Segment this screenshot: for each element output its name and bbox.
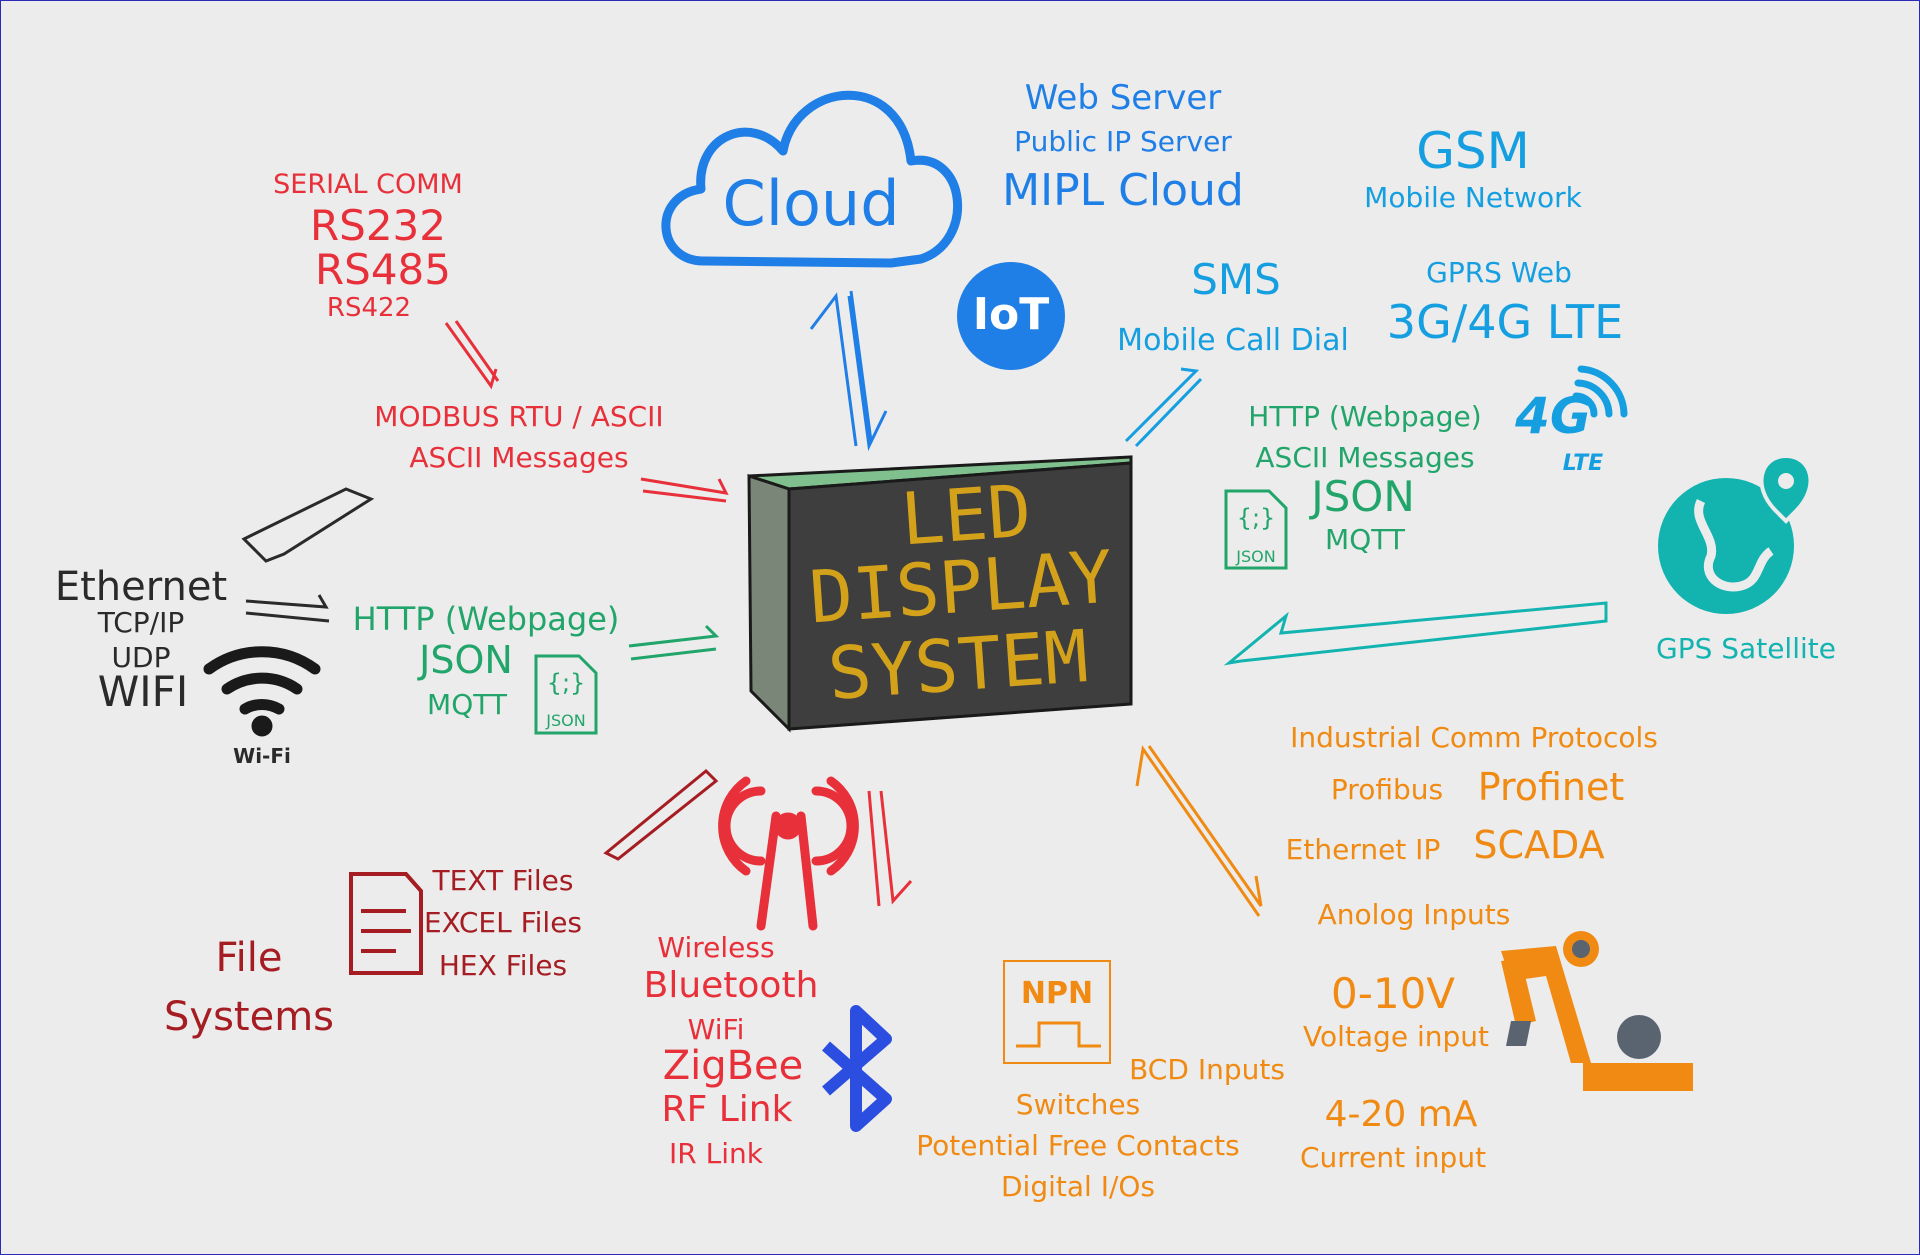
antenna-icon (718, 776, 859, 931)
json-icon-right-braces: {;} (1236, 504, 1276, 532)
npn-label: NPN (1020, 976, 1094, 1011)
json-right-label: JSON (1311, 472, 1415, 521)
iot-label: IoT (972, 289, 1050, 340)
bluetooth-label: Bluetooth (643, 965, 819, 1006)
document-icon (349, 872, 423, 975)
profibus-label: Profibus (1330, 773, 1444, 806)
wifi-icon (203, 646, 321, 737)
json-icon-right-label: JSON (1236, 547, 1276, 566)
file-systems-line1: File (215, 935, 283, 981)
json-icon-left-braces: {;} (546, 669, 586, 697)
wifi-label: WIFI (97, 667, 189, 716)
file-systems-line2: Systems (164, 994, 334, 1040)
cloud-icon (661, 90, 963, 268)
scada-label: SCADA (1473, 823, 1605, 867)
ethernet-label: Ethernet (54, 564, 228, 610)
hex-files-label: HEX Files (438, 949, 568, 982)
mipl-cloud-label: MIPL Cloud (1002, 165, 1244, 216)
sms-label: SMS (1191, 255, 1281, 304)
json-icon-left-label: JSON (546, 711, 586, 730)
contacts-label: Potential Free Contacts (916, 1129, 1240, 1162)
robot-arm-icon (1501, 931, 1693, 1091)
wireless-label: Wireless (657, 931, 775, 964)
rf-link-label: RF Link (661, 1089, 793, 1130)
ascii-messages-right-label: ASCII Messages (1255, 441, 1475, 474)
profinet-label: Profinet (1477, 765, 1625, 809)
tcpip-label: TCP/IP (97, 606, 185, 639)
rs485-label: RS485 (314, 245, 452, 294)
npn-icon (1003, 960, 1111, 1064)
http-webpage-left-label: HTTP (Webpage) (352, 600, 620, 638)
connection-arrows (241, 290, 1608, 917)
zigbee-label: ZigBee (662, 1043, 804, 1089)
wifi-logo-label: Wi-Fi (233, 744, 291, 768)
web-server-label: Web Server (1024, 78, 1222, 118)
current-label: Current input (1299, 1141, 1487, 1174)
public-ip-label: Public IP Server (1014, 125, 1232, 158)
mqtt-right-label: MQTT (1325, 523, 1405, 556)
ethernet-ip-label: Ethernet IP (1285, 833, 1441, 866)
rs422-label: RS422 (326, 293, 412, 323)
industrial-protocols-label: Industrial Comm Protocols (1290, 721, 1658, 754)
udp-label: UDP (111, 641, 171, 674)
led-display-box (747, 455, 1133, 733)
globe-pin-icon (1658, 453, 1813, 614)
current-value: 4-20 mA (1324, 1094, 1478, 1135)
wifi-wireless-label: WiFi (687, 1013, 745, 1046)
bluetooth-icon (822, 1005, 892, 1132)
http-webpage-right-label: HTTP (Webpage) (1248, 400, 1482, 433)
cloud-label: Cloud (722, 167, 900, 240)
lte-icon (1572, 365, 1628, 418)
iot-icon (957, 262, 1065, 370)
text-files-label: TEXT Files (432, 864, 574, 897)
mqtt-left-label: MQTT (427, 688, 507, 721)
modbus-label: MODBUS RTU / ASCII (374, 400, 664, 433)
voltage-value: 0-10V (1330, 969, 1456, 1018)
lte-label: 3G/4G LTE (1386, 295, 1624, 349)
json-file-icons (534, 489, 1288, 735)
analog-inputs-label: Anolog Inputs (1317, 898, 1511, 931)
display-line3: SYSTEM (825, 614, 1091, 716)
switches-label: Switches (1015, 1088, 1141, 1121)
lte-icon-4g: 4G (1515, 387, 1591, 445)
mobile-network-label: Mobile Network (1364, 181, 1582, 214)
gsm-label: GSM (1416, 122, 1530, 180)
gps-label: GPS Satellite (1656, 632, 1836, 665)
ir-link-label: IR Link (669, 1137, 763, 1170)
digital-io-label: Digital I/Os (1000, 1170, 1156, 1203)
lte-icon-lte: LTE (1562, 451, 1604, 476)
ascii-messages-left-label: ASCII Messages (409, 441, 629, 474)
excel-files-label: EXCEL Files (423, 906, 583, 939)
rs232-label: RS232 (309, 201, 447, 250)
json-left-label: JSON (419, 638, 513, 682)
bcd-inputs-label: BCD Inputs (1129, 1053, 1285, 1086)
voltage-label: Voltage input (1303, 1020, 1489, 1053)
serial-comm-label: SERIAL COMM (273, 169, 463, 200)
call-dial-label: Mobile Call Dial (1117, 323, 1349, 358)
gprs-web-label: GPRS Web (1426, 256, 1572, 289)
